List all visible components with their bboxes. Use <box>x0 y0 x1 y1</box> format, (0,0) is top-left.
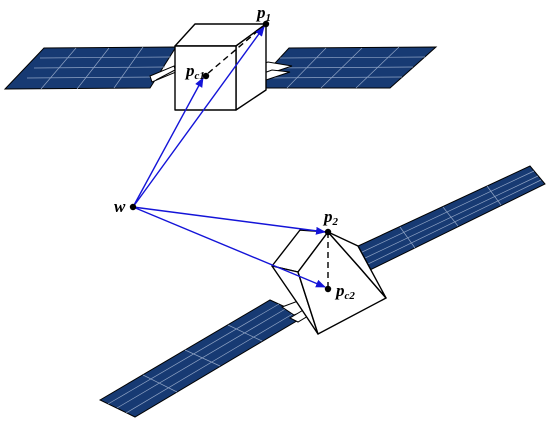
vector-w-to-pc2 <box>132 206 326 288</box>
points <box>129 20 332 293</box>
label-pc1: pc1 <box>184 61 205 82</box>
sat1-left-solar-panel <box>3 46 177 90</box>
sat2-left-solar-panel <box>98 299 307 418</box>
sat2-right-solar-panel <box>355 165 546 271</box>
label-p2: p2 <box>322 207 339 228</box>
point-p1 <box>262 20 270 28</box>
vector-w-to-pc1 <box>132 77 204 208</box>
label-w: w <box>114 197 126 216</box>
label-p2-main: p <box>322 207 333 226</box>
point-pc1 <box>202 72 210 80</box>
vector-w-to-p2 <box>132 206 326 235</box>
label-p1: p1 <box>255 3 271 24</box>
label-pc2-sub: c2 <box>345 290 356 302</box>
satellite-2 <box>98 165 546 418</box>
point-p2 <box>324 228 332 236</box>
labels: w p1 pc1 p2 pc2 <box>114 3 355 302</box>
label-pc1-sub: c1 <box>195 70 205 82</box>
point-w <box>129 203 137 211</box>
label-pc2: pc2 <box>334 281 355 302</box>
label-p2-sub: 2 <box>332 216 339 228</box>
sat1-right-solar-panel <box>250 46 438 89</box>
label-pc2-main: p <box>334 281 345 300</box>
vectors <box>132 26 326 288</box>
satellite-1 <box>3 23 438 111</box>
label-p1-main: p <box>255 3 266 22</box>
point-pc2 <box>324 285 332 293</box>
label-p1-sub: 1 <box>266 12 272 24</box>
label-pc1-main: p <box>184 61 195 80</box>
vector-w-to-p1 <box>132 26 265 208</box>
